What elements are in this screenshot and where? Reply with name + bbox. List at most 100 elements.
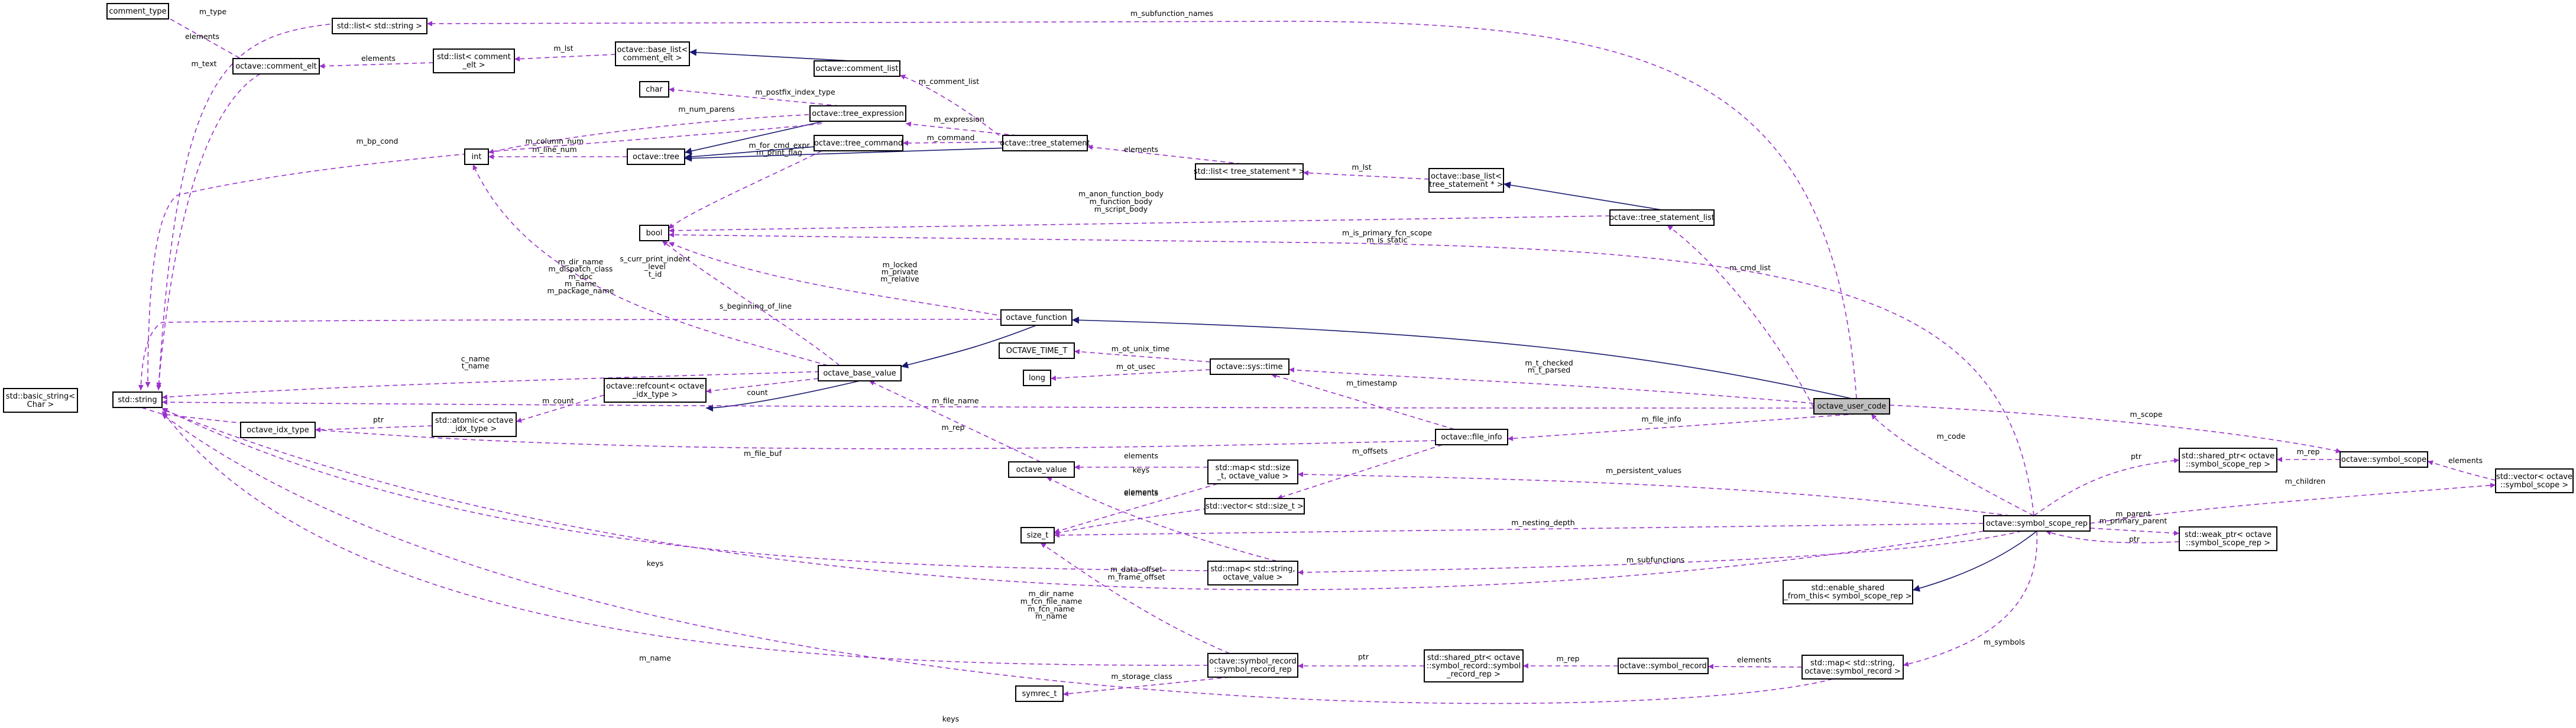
class-node-octave-idx-type[interactable]: octave_idx_type bbox=[240, 422, 316, 438]
edge-label: keys bbox=[1133, 465, 1149, 474]
class-node-shared-ptr-scope[interactable]: std::shared_ptr< octave::symbol_scope_re… bbox=[2179, 448, 2277, 473]
edge-line bbox=[705, 380, 860, 412]
class-node-basic-string[interactable]: std::basic_string<Char > bbox=[3, 388, 78, 413]
class-node-int[interactable]: int bbox=[464, 148, 489, 165]
usage-edge: count bbox=[705, 378, 819, 397]
edge-label: m_frame_offset bbox=[1107, 572, 1165, 581]
edge-label: c_name bbox=[461, 354, 490, 363]
node-label: octave::tree_statement bbox=[1000, 139, 1090, 148]
edge-label: m_name bbox=[1035, 611, 1067, 620]
class-node-octave-value[interactable]: octave_value bbox=[1008, 461, 1075, 478]
class-node-symbol-scope[interactable]: octave::symbol_scope bbox=[2340, 451, 2428, 468]
node-label: ::symbol_scope_rep > bbox=[2186, 539, 2270, 548]
class-node-base-list-comment[interactable]: octave::base_list<comment_elt > bbox=[615, 41, 690, 66]
class-node-octave-base-value[interactable]: octave_base_value bbox=[818, 365, 902, 381]
class-node-std-string[interactable]: std::string bbox=[112, 391, 163, 408]
node-label: std::basic_string< bbox=[6, 392, 75, 401]
edge-line bbox=[2089, 483, 2496, 524]
class-node-tree-command[interactable]: octave::tree_command bbox=[814, 135, 903, 151]
node-box bbox=[433, 48, 515, 73]
node-box bbox=[432, 412, 517, 437]
class-node-tree-expression[interactable]: octave::tree_expression bbox=[809, 105, 906, 122]
node-label: octave::symbol_scope_rep bbox=[1986, 519, 2088, 528]
class-node-map-string-value[interactable]: std::map< std::string,octave_value > bbox=[1207, 561, 1298, 585]
class-node-comment-type[interactable]: comment_type bbox=[106, 3, 169, 20]
node-label: std::map< std::string, bbox=[1210, 565, 1295, 574]
class-node-vector-scope[interactable]: std::vector< octave::symbol_scope > bbox=[2495, 468, 2574, 493]
edge-label: t_name bbox=[462, 361, 490, 370]
class-node-octave-function[interactable]: octave_function bbox=[1000, 309, 1072, 326]
class-node-symbol-record-rep[interactable]: octave::symbol_record::symbol_record_rep bbox=[1207, 653, 1298, 678]
class-node-tree-statement-list[interactable]: octave::tree_statement_list bbox=[1609, 209, 1715, 226]
usage-edge: m_text bbox=[156, 59, 261, 389]
edge-line bbox=[1912, 530, 2037, 592]
edge-line bbox=[1871, 413, 2034, 516]
node-label: bool bbox=[646, 229, 663, 238]
edge-line bbox=[2033, 458, 2180, 516]
edge-line bbox=[156, 21, 355, 391]
class-node-symbol-record[interactable]: octave::symbol_record bbox=[1618, 658, 1709, 674]
class-node-atomic[interactable]: std::atomic< octave_idx_type > bbox=[432, 412, 517, 437]
edge-line bbox=[161, 399, 1814, 409]
class-node-map-size-t[interactable]: std::map< std::size_t, octave_value > bbox=[1207, 460, 1298, 484]
class-node-long[interactable]: long bbox=[1023, 370, 1051, 386]
class-node-size-t[interactable]: size_t bbox=[1020, 527, 1055, 543]
class-node-map-string-record[interactable]: std::map< std::string,octave::symbol_rec… bbox=[1801, 655, 1904, 680]
class-node-list-string[interactable]: std::list< std::string > bbox=[332, 18, 427, 34]
node-label: std::string bbox=[118, 396, 157, 405]
class-node-symbol-scope-rep[interactable]: octave::symbol_scope_rep bbox=[1983, 515, 2091, 532]
class-node-list-comment-elt[interactable]: std::list< comment_elt > bbox=[433, 48, 515, 73]
node-box bbox=[1204, 498, 1305, 515]
edge-label: m_persistent_values bbox=[1606, 466, 1681, 475]
edge-label: m_subfunctions bbox=[1626, 555, 1684, 564]
edge-label: m_ot_unix_time bbox=[1112, 344, 1170, 353]
edge-label: m_children bbox=[2285, 477, 2326, 486]
node-box bbox=[332, 18, 427, 34]
class-node-sys-time[interactable]: octave::sys::time bbox=[1210, 358, 1289, 375]
edge-line bbox=[1903, 530, 2038, 667]
class-node-octave-time-t[interactable]: OCTAVE_TIME_T bbox=[999, 342, 1075, 359]
edge-line bbox=[1087, 144, 1242, 164]
edge-label: m_rep bbox=[2297, 447, 2320, 456]
class-node-enable-shared[interactable]: std::enable_shared_from_this< symbol_sco… bbox=[1783, 580, 1913, 604]
edge-label: m_dir_name bbox=[1029, 589, 1074, 598]
usage-edge: m_dir_namem_dispatch_classm_docm_namem_p… bbox=[138, 257, 1002, 391]
class-node-symrec-t[interactable]: symrec_t bbox=[1015, 685, 1064, 702]
node-box bbox=[818, 365, 902, 381]
edge-label: s_beginning_of_line bbox=[720, 302, 792, 310]
edge-label: m_locked bbox=[883, 260, 918, 269]
class-node-char[interactable]: char bbox=[639, 81, 669, 98]
usage-edge: m_lst bbox=[514, 44, 616, 62]
class-node-tree-statement[interactable]: octave::tree_statement bbox=[1000, 135, 1090, 151]
node-box bbox=[2179, 526, 2277, 551]
edge-line bbox=[1276, 444, 1443, 500]
class-node-octave-user-code[interactable]: octave_user_code bbox=[1813, 398, 1890, 415]
class-node-weak-ptr-scope[interactable]: std::weak_ptr< octave::symbol_scope_rep … bbox=[2179, 526, 2277, 551]
class-node-comment-elt[interactable]: octave::comment_elt bbox=[232, 58, 320, 75]
node-label: octave_user_code bbox=[1817, 402, 1887, 411]
node-box bbox=[464, 148, 489, 165]
class-node-comment-list[interactable]: octave::comment_list bbox=[814, 60, 900, 77]
node-label: ::symbol_scope > bbox=[2500, 481, 2568, 490]
edge-line bbox=[488, 113, 834, 154]
class-node-refcount[interactable]: octave::refcount< octave_idx_type > bbox=[604, 378, 707, 403]
class-node-list-tree-statement[interactable]: std::list< tree_statement * > bbox=[1194, 163, 1305, 180]
edge-label: elements bbox=[1124, 145, 1158, 154]
edge-label: m_lst bbox=[553, 44, 573, 53]
usage-edge: m_num_parens bbox=[488, 105, 834, 154]
class-node-shared-ptr-record[interactable]: std::shared_ptr< octave::symbol_record::… bbox=[1424, 649, 1524, 682]
class-node-tree[interactable]: octave::tree bbox=[627, 148, 685, 165]
class-node-file-info[interactable]: octave::file_info bbox=[1435, 429, 1508, 445]
edge-line bbox=[2427, 460, 2496, 481]
node-label: octave::symbol_record > bbox=[1804, 667, 1901, 676]
edge-line bbox=[426, 21, 1857, 399]
class-node-base-list-tree-statement[interactable]: octave::base_list<tree_statement * > bbox=[1428, 168, 1504, 193]
class-node-vector-size-t[interactable]: std::vector< std::size_t > bbox=[1204, 498, 1305, 515]
usage-edge: m_anon_function_bodym_function_bodym_scr… bbox=[668, 189, 1611, 234]
class-node-bool[interactable]: bool bbox=[639, 225, 669, 241]
